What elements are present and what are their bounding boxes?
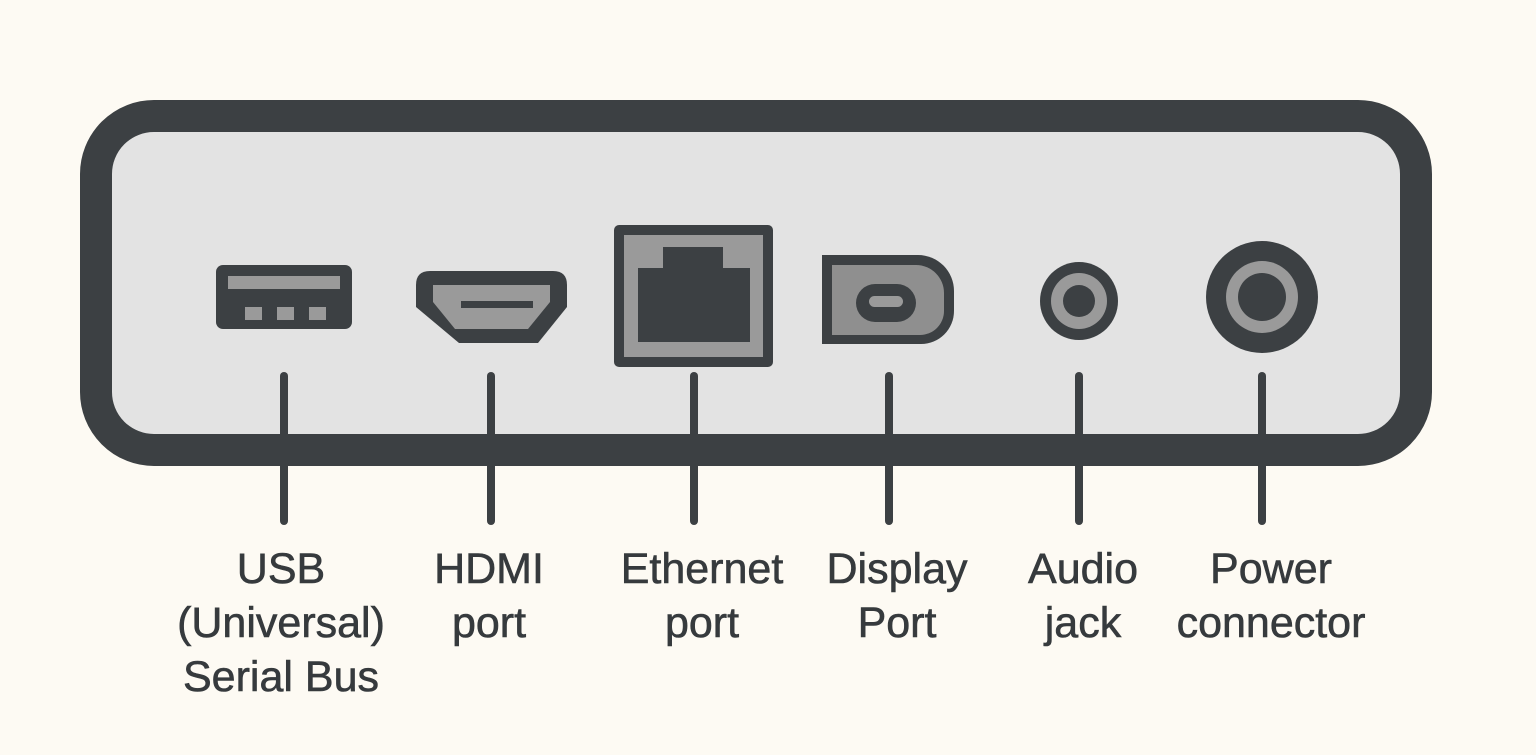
ethernet-port-icon (614, 225, 773, 367)
hdmi-port-icon (416, 271, 567, 343)
usb-port-icon (216, 265, 352, 329)
power-label-line: Power (1210, 545, 1332, 594)
audio-label-line: Audio (1028, 545, 1139, 594)
ethernet-label-line: Ethernet (620, 545, 784, 594)
ethernet-label: Ethernet port (620, 542, 784, 650)
usb-label: USB (Universal) Serial Bus (177, 542, 385, 704)
ethernet-label-line: port (664, 599, 740, 648)
hdmi-label-line: HDMI (434, 545, 544, 594)
usb-label-line: Serial Bus (183, 653, 380, 702)
displayport-label-line: Port (857, 599, 937, 648)
power-connector-icon (1206, 241, 1318, 353)
usb-label-line: USB (236, 545, 326, 594)
audio-label-line: jack (1044, 599, 1122, 648)
power-label: Power connector (1176, 542, 1366, 650)
audio-jack-icon (1040, 262, 1118, 340)
power-label-line: connector (1176, 599, 1366, 648)
audio-label: Audio jack (1028, 542, 1139, 650)
hdmi-label-line: port (451, 599, 527, 648)
usb-label-line: (Universal) (177, 599, 385, 648)
displayport-icon (822, 255, 954, 344)
displayport-label-line: Display (826, 545, 968, 594)
hdmi-label: HDMI port (434, 542, 544, 650)
displayport-label: Display Port (826, 542, 968, 650)
